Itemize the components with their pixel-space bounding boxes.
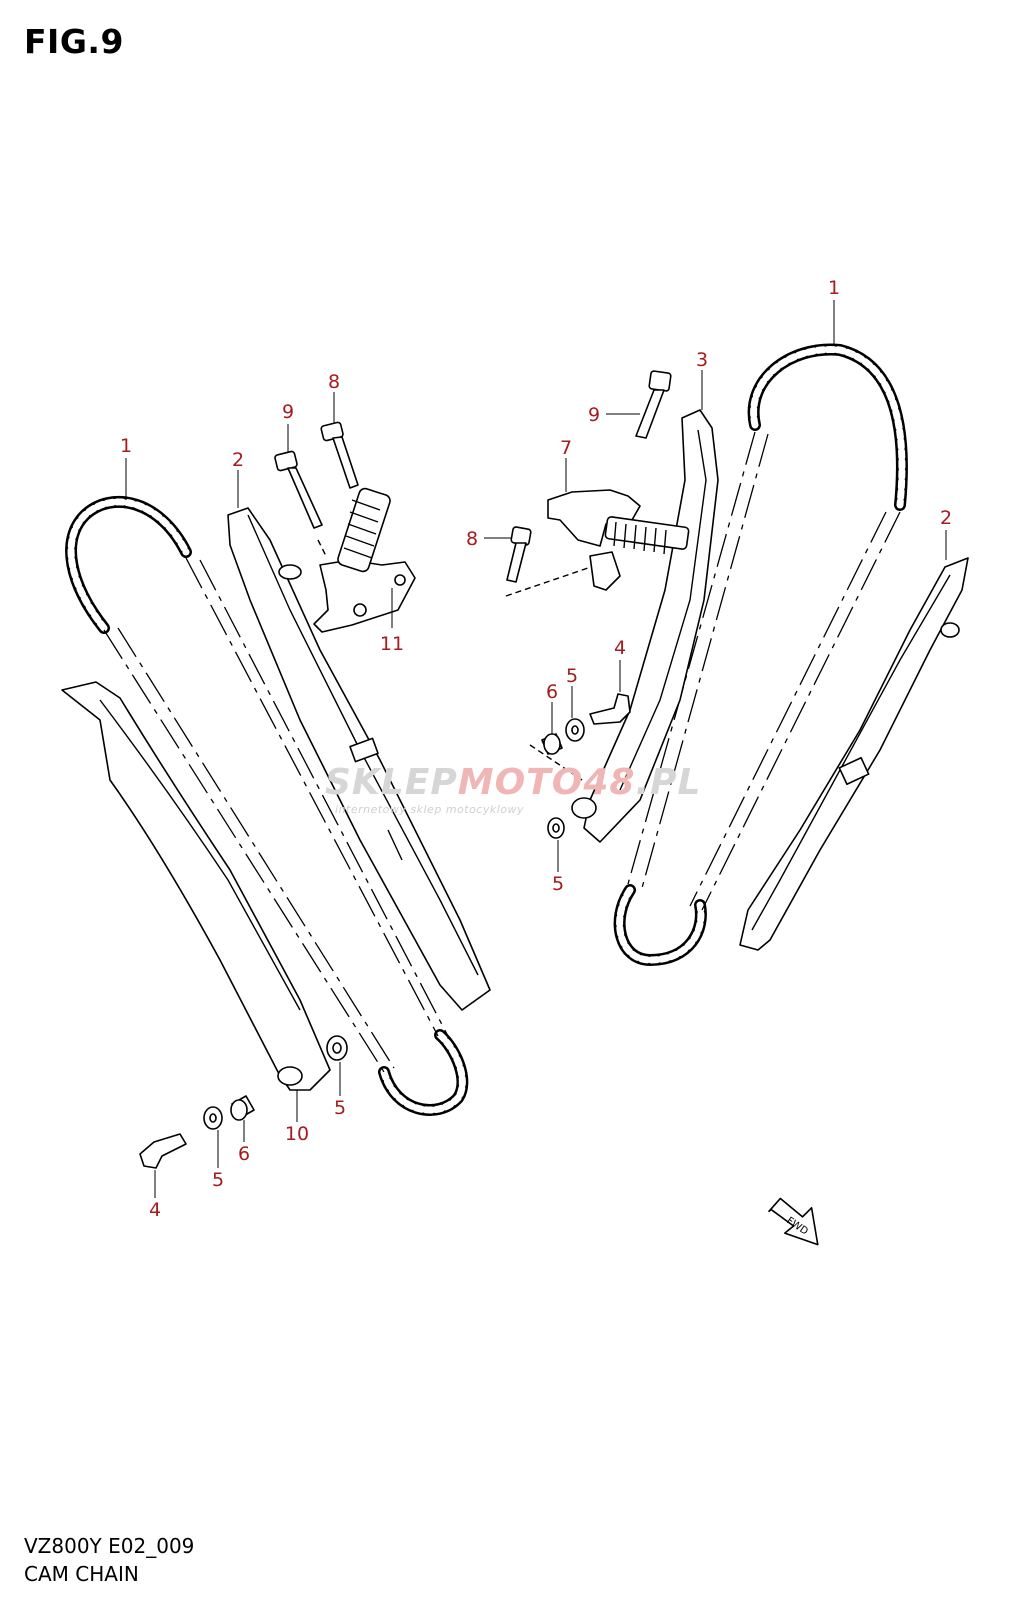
figure-title: FIG.9 [24,22,124,61]
right-tensioner-guide [571,409,719,843]
bolt-8-right [506,526,532,583]
callout-3: 3 [696,349,708,371]
left-tensioner-guide [61,681,331,1091]
fwd-arrow-icon: FWD [768,1197,819,1246]
callout-5-left-upper: 5 [334,1097,346,1119]
callout-10: 10 [285,1123,309,1145]
callout-9-right: 9 [588,404,600,426]
left-small-parts [139,1035,348,1169]
callout-11: 11 [380,633,404,655]
left-tensioner-assembly [313,487,416,633]
callout-4-right: 4 [614,637,626,659]
right-cam-chain [613,343,908,967]
callout-2-right: 2 [940,507,952,529]
callout-numbers: 1 2 9 8 11 10 5 6 5 4 1 2 3 9 7 8 4 5 6 … [120,277,952,1221]
callout-2-left: 2 [232,449,244,471]
callout-leaders [125,300,947,1198]
left-cam-chain [65,495,469,1116]
bolt-9-left [274,450,323,529]
left-chain-guide [227,507,491,1011]
callout-8-left: 8 [328,371,340,393]
bolt-9-right [635,370,672,439]
model-code: VZ800Y E02_009 [24,1534,195,1558]
callout-5-right-upper: 5 [566,665,578,687]
callout-1-left: 1 [120,435,132,457]
callout-7: 7 [560,437,572,459]
right-tensioner-assembly [547,489,690,591]
installation-lines [317,539,589,781]
callout-6-right: 6 [546,681,558,703]
callout-5-left-lower: 5 [212,1169,224,1191]
right-chain-guide [739,557,969,951]
callout-6-left: 6 [238,1143,250,1165]
bolt-8-left [320,421,359,489]
callout-5-right-lower: 5 [552,873,564,895]
callout-1-right: 1 [828,277,840,299]
callout-4-left: 4 [149,1199,161,1221]
callout-8-right: 8 [466,528,478,550]
diagram-caption: CAM CHAIN [24,1562,139,1586]
callout-9-left: 9 [282,401,294,423]
